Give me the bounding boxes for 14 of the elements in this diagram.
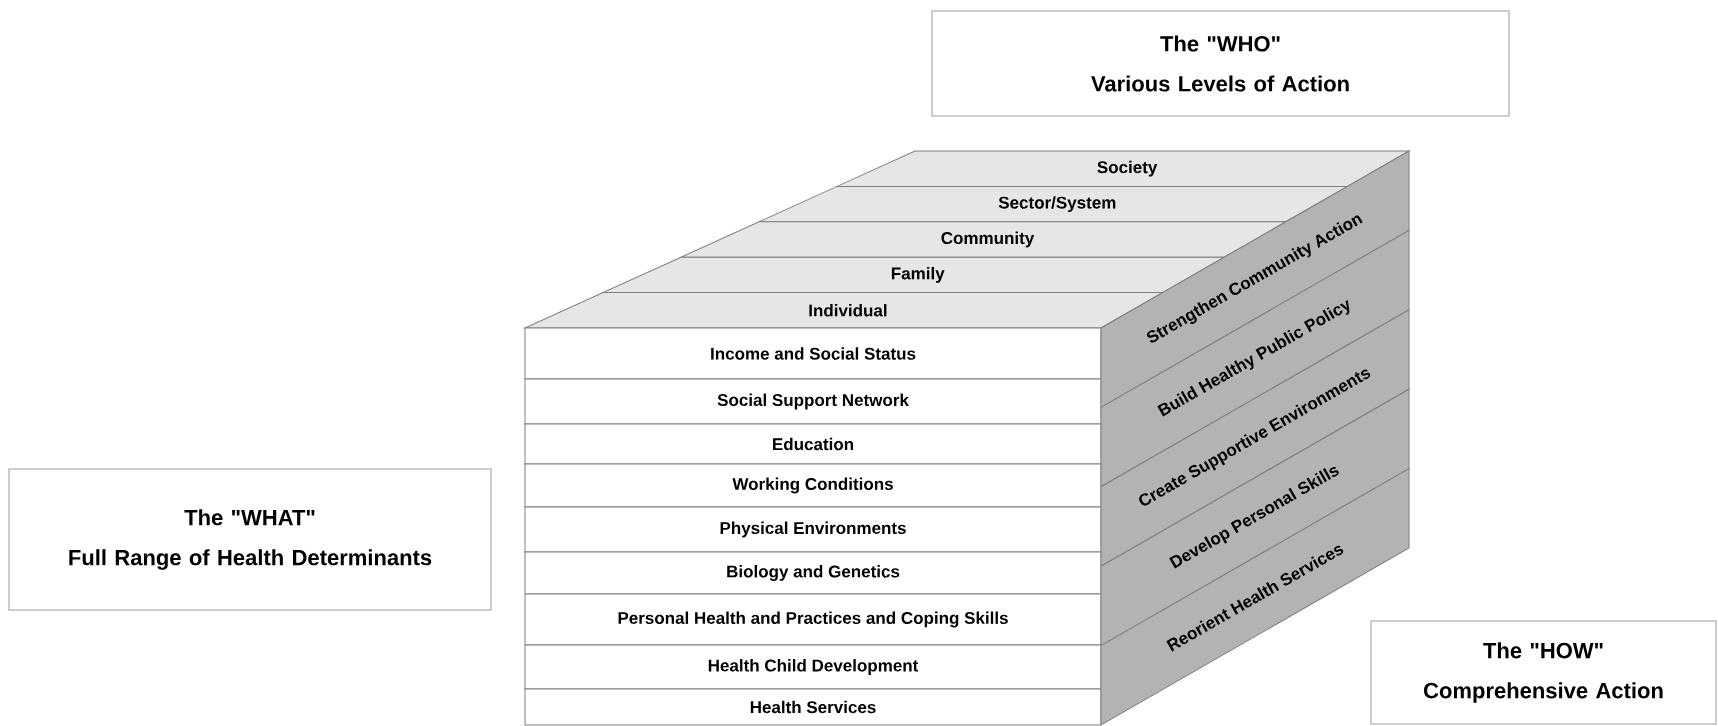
- determinant-row: Income and Social Status: [524, 327, 1102, 380]
- determinant-row: Health Services: [524, 688, 1102, 726]
- determinant-row: Social Support Network: [524, 378, 1102, 425]
- level-band: Family: [602, 256, 1225, 294]
- determinant-row: Physical Environments: [524, 506, 1102, 553]
- level-band: Society: [836, 150, 1410, 187]
- label-box: The "HOW" Comprehensive Action: [1370, 620, 1717, 725]
- determinant-row: Working Conditions: [524, 463, 1102, 508]
- determinant-row: Biology and Genetics: [524, 551, 1102, 595]
- label-box: The "WHO" Various Levels of Action: [931, 10, 1510, 117]
- determinant-row: Personal Health and Practices and Coping Skills: [524, 593, 1102, 646]
- determinant-row: Health Child Development: [524, 644, 1102, 690]
- label-box: The "WHAT" Full Range of Health Determinants: [8, 468, 492, 611]
- determinant-row: Education: [524, 423, 1102, 465]
